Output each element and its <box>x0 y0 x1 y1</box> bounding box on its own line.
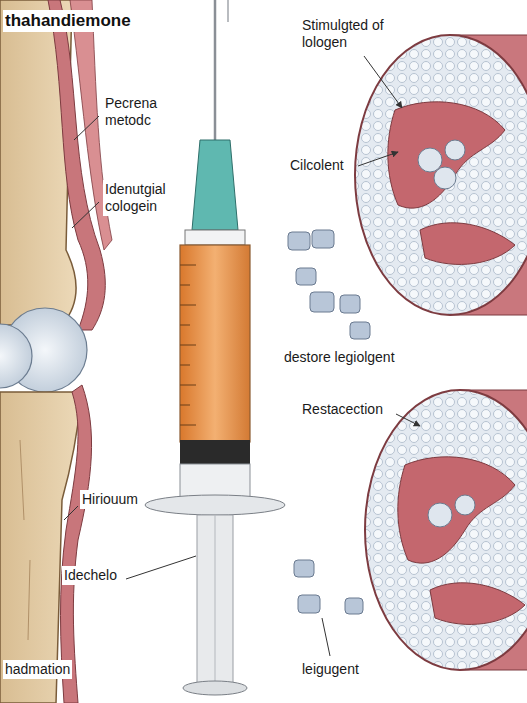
part-label: Hiriouum <box>80 490 140 509</box>
tissue-cross-section <box>355 35 527 315</box>
part-label: hadmation <box>3 660 72 679</box>
part-label: destore legiolgent <box>282 348 397 367</box>
part-label: Pecrena metodc <box>103 94 181 130</box>
collagen-cubes <box>288 230 370 614</box>
diagram-title: thahandiemone <box>3 10 133 32</box>
part-label: Cilcolent <box>288 156 346 175</box>
knee-illustration <box>0 0 112 703</box>
part-label: Idenutgial cologein <box>103 180 189 216</box>
part-label: leigugent <box>300 660 361 679</box>
part-label: Idechelo <box>62 566 119 585</box>
part-label: Stimulgted of lologen <box>300 16 388 52</box>
part-label: Restacection <box>300 400 385 419</box>
tissue-cross-section <box>365 390 527 670</box>
